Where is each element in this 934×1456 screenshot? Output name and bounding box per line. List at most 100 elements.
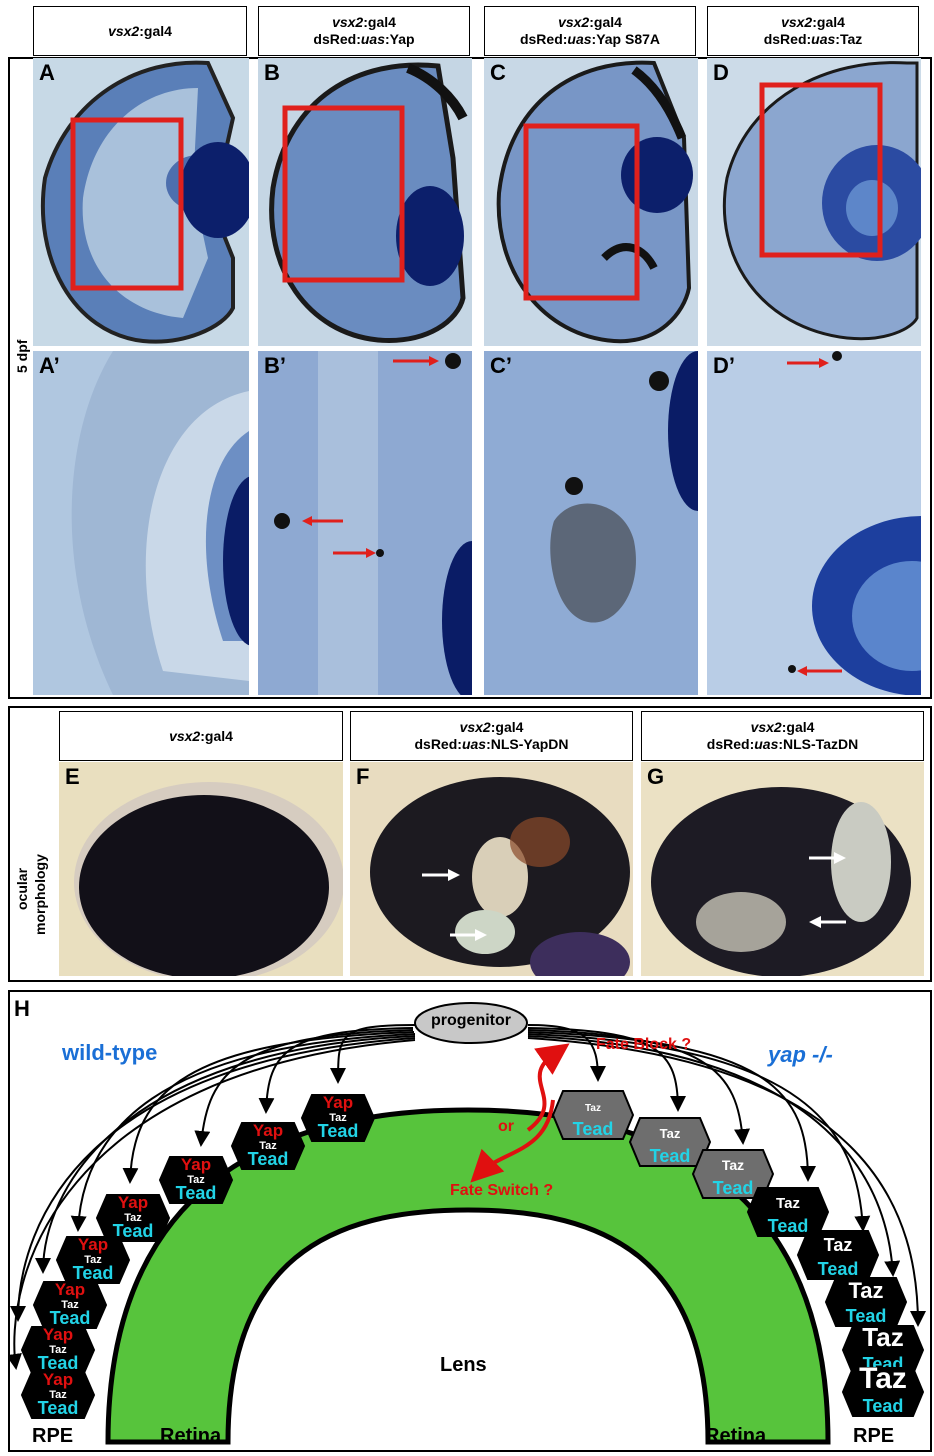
left-arrows — [8, 1024, 416, 1370]
header-g-l2rest: :NLS-TazDN — [778, 736, 859, 752]
header-e: vsx2:gal4 — [59, 711, 343, 761]
mutant-cell-taz: Taz — [859, 1362, 907, 1395]
mutant-cell — [551, 1090, 635, 1140]
cell-group: YapTazTeadYapTazTeadYapTazTeadYapTazTead… — [20, 1090, 925, 1419]
header-f-italic: vsx2 — [459, 719, 491, 735]
header-c-rest: :gal4 — [589, 14, 622, 30]
mutant-cell-taz: Taz — [660, 1126, 681, 1141]
photo-f: F — [350, 762, 633, 976]
red-fate-arrows — [470, 1043, 570, 1183]
rpe-right-label: RPE — [853, 1425, 895, 1447]
photo-e: E — [59, 762, 343, 976]
rpe-left-label: RPE — [32, 1425, 74, 1447]
wt-cell-taz: Taz — [61, 1299, 79, 1311]
wt-cell-tead: Tead — [73, 1263, 114, 1283]
header-d: vsx2:gal4 dsRed:uas:Taz — [707, 6, 919, 56]
mutant-cell-tead: Tead — [573, 1119, 614, 1139]
header-f: vsx2:gal4 dsRed:uas:NLS-YapDN — [350, 711, 633, 761]
progenitor-label: progenitor — [431, 1012, 511, 1029]
header-c: vsx2:gal4 dsRed:uas:Yap S87A — [484, 6, 696, 56]
mutant-cell-tead: Tead — [818, 1259, 859, 1279]
header-e-rest: :gal4 — [200, 727, 233, 744]
panel-label-b-prime: B’ — [264, 353, 286, 378]
yap-mutant-title: yap -/- — [768, 1042, 833, 1067]
header-f-l2pre: dsRed: — [414, 736, 462, 752]
side-label-ocular: ocular — [14, 867, 30, 910]
header-b-l2rest: :Yap — [385, 31, 415, 47]
right-arrows — [527, 1024, 926, 1327]
micrograph-a: A — [33, 58, 249, 346]
wt-cell-tead: Tead — [50, 1308, 91, 1328]
mutant-cell-taz: Taz — [585, 1103, 601, 1114]
header-d-l2rest: :Taz — [835, 31, 863, 47]
mutant-cell — [841, 1367, 925, 1417]
wt-cell-yap: Yap — [43, 1325, 73, 1344]
side-label-5dpf: 5 dpf — [14, 339, 30, 373]
wild-type-title: wild-type — [62, 1040, 158, 1065]
mutant-cell-tead: Tead — [846, 1306, 887, 1326]
mutant-cell-taz: Taz — [824, 1235, 853, 1255]
header-c-l2italic: uas — [567, 31, 592, 47]
mutant-cell-tead: Tead — [768, 1216, 809, 1236]
header-b-rest: :gal4 — [363, 14, 396, 30]
header-b: vsx2:gal4 dsRed:uas:Yap — [258, 6, 470, 56]
micrograph-c: C — [484, 58, 698, 346]
wt-cell-tead: Tead — [318, 1121, 359, 1141]
wt-cell — [32, 1281, 108, 1329]
panel-label-g: G — [647, 764, 665, 789]
wt-cell-taz: Taz — [124, 1212, 142, 1224]
mutant-cell-taz: Taz — [862, 1322, 903, 1352]
panel-label-c-prime: C’ — [490, 353, 512, 378]
wt-cell-yap: Yap — [181, 1155, 211, 1174]
wt-cell — [230, 1122, 306, 1170]
wt-cell — [55, 1236, 131, 1284]
header-f-rest: :gal4 — [490, 719, 524, 735]
panel-label-h: H — [14, 996, 30, 1021]
micrograph-d: D — [707, 58, 921, 346]
section-3-frame — [8, 990, 932, 1452]
header-a-italic: vsx2 — [108, 22, 140, 39]
photo-e-image — [74, 782, 343, 976]
micrograph-a-prime-image — [71, 351, 249, 695]
micrograph-b: B — [258, 58, 472, 346]
mutant-cell-tead: Tead — [650, 1146, 691, 1166]
side-label-morphology: morphology — [32, 854, 48, 935]
panel-label-c: C — [490, 60, 506, 85]
panel-label-d: D — [713, 60, 729, 85]
header-d-l2pre: dsRed: — [763, 31, 812, 47]
mutant-cell-tead: Tead — [863, 1396, 904, 1416]
wt-cell-yap: Yap — [55, 1280, 85, 1299]
wt-cell-taz: Taz — [49, 1344, 67, 1356]
header-g-l2pre: dsRed: — [706, 736, 755, 752]
micrograph-a-prime: A’ — [33, 351, 249, 695]
micrograph-c-image — [496, 60, 693, 344]
wt-cell-taz: Taz — [259, 1140, 277, 1152]
wt-cell-taz: Taz — [187, 1174, 205, 1186]
wt-cell-yap: Yap — [43, 1370, 73, 1389]
header-d-rest: :gal4 — [812, 14, 845, 30]
wt-cell-yap: Yap — [323, 1093, 353, 1112]
micrograph-b-image — [269, 62, 468, 343]
header-c-l2pre: dsRed: — [519, 31, 568, 47]
header-f-l2rest: :NLS-YapDN — [486, 736, 569, 752]
wt-cell — [95, 1194, 171, 1242]
wt-cell-tead: Tead — [38, 1353, 79, 1373]
wt-cell-tead: Tead — [248, 1149, 289, 1169]
retina-left-label: Retina — [160, 1425, 222, 1447]
wt-cell-yap: Yap — [253, 1121, 283, 1140]
wt-cell-tead: Tead — [38, 1398, 79, 1418]
panel-label-f: F — [356, 764, 370, 789]
wt-cell-yap: Yap — [78, 1235, 108, 1254]
header-f-l2italic: uas — [461, 736, 487, 752]
wt-cell-taz: Taz — [84, 1254, 102, 1266]
panel-label-d-prime: D’ — [713, 353, 735, 378]
header-b-l2italic: uas — [360, 31, 385, 47]
header-d-l2italic: uas — [811, 31, 836, 47]
section-2-frame — [8, 706, 932, 982]
wt-cell-tead: Tead — [176, 1183, 217, 1203]
header-g-l2italic: uas — [754, 736, 779, 752]
wt-cell-tead: Tead — [113, 1221, 154, 1241]
mutant-cell-taz: Taz — [722, 1157, 744, 1173]
fate-diagram: YapTazTeadYapTazTeadYapTazTeadYapTazTead… — [8, 1002, 926, 1445]
header-c-l2rest: :Yap S87A — [591, 31, 661, 47]
